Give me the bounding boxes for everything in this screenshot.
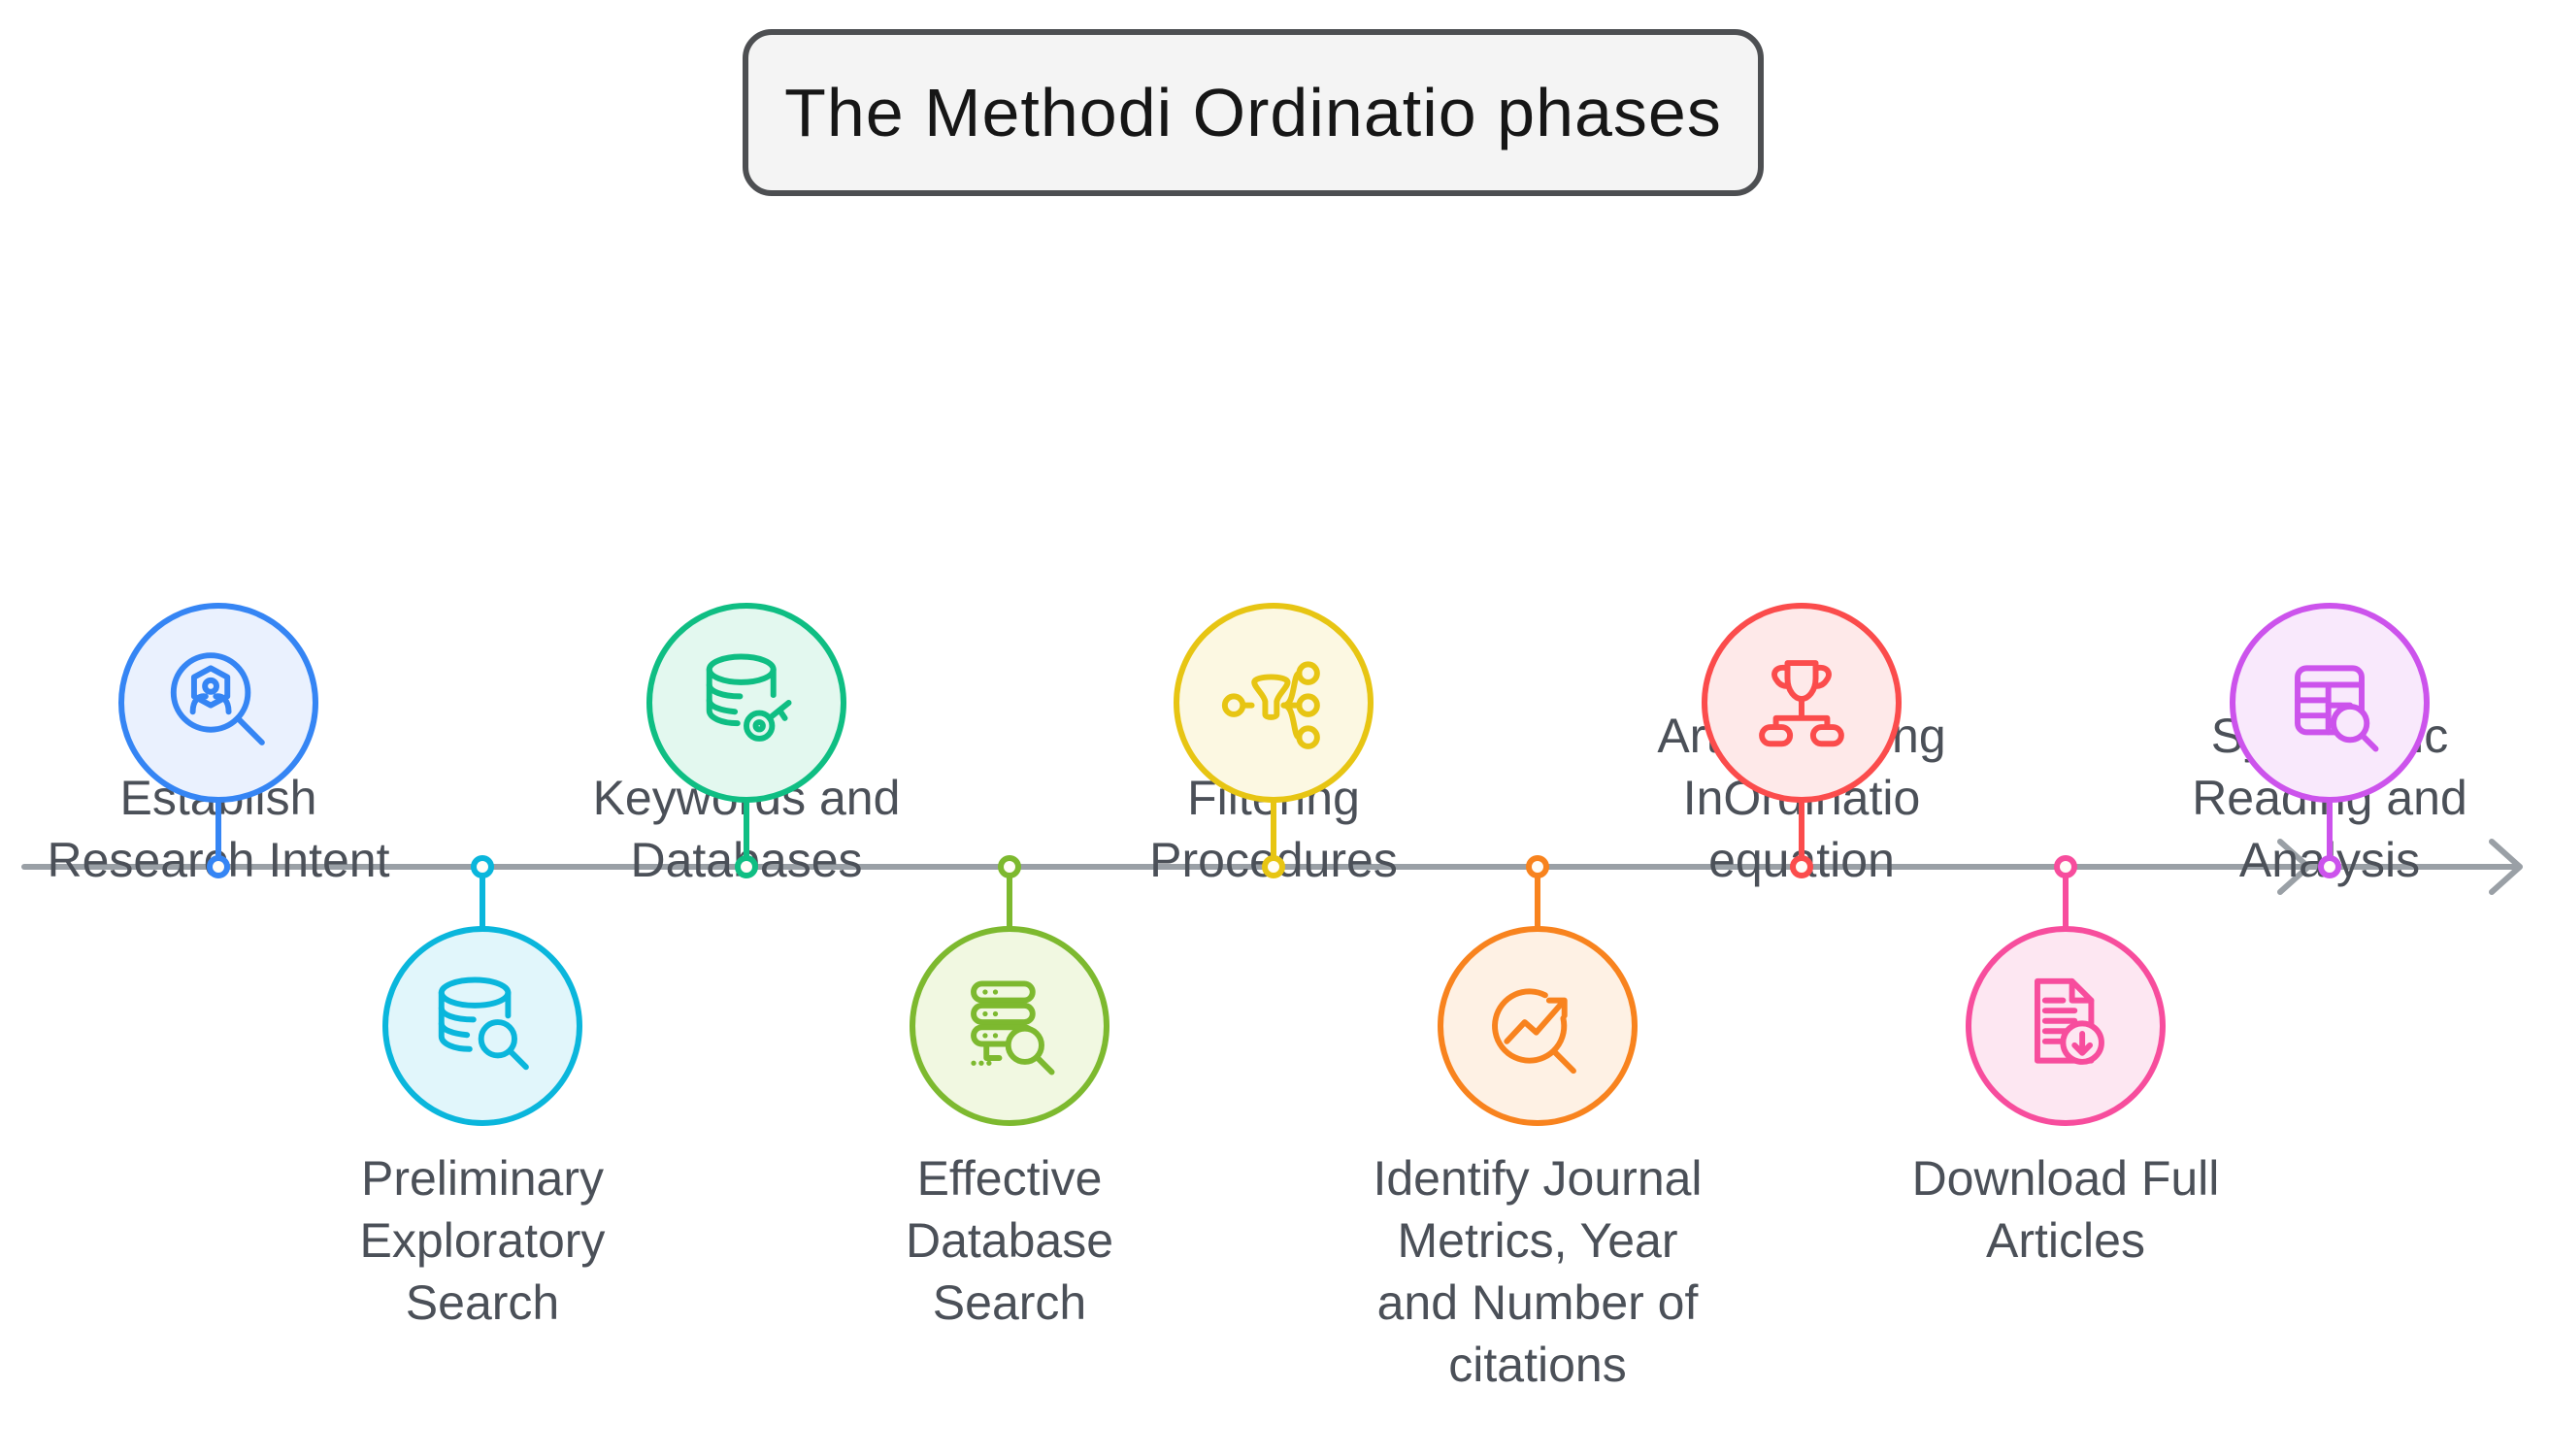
timeline-node-dot <box>998 855 1021 878</box>
phase-label: Preliminary Exploratory Search <box>359 1151 606 1330</box>
trend-chart-search-icon <box>1492 988 1576 1075</box>
phase-circle <box>382 926 582 1126</box>
phase-circle <box>2230 603 2430 803</box>
timeline-node-dot <box>2054 855 2077 878</box>
connector-stem <box>1271 799 1276 857</box>
phase-circle <box>1966 926 2166 1126</box>
diagram-title: The Methodi Ordinatio phases <box>784 75 1722 150</box>
funnel-branch-icon <box>1221 661 1320 749</box>
phase-circle <box>1174 603 1374 803</box>
database-search-icon <box>438 976 529 1071</box>
connector-stem <box>744 799 749 857</box>
phase-label: Establish Research Intent <box>47 771 390 887</box>
timeline-node-dot <box>207 855 230 878</box>
phase-circle <box>910 926 1109 1126</box>
connector-stem <box>2327 799 2333 857</box>
phase-circle <box>646 603 846 803</box>
connector-stem <box>480 877 485 930</box>
phase-circle <box>1438 926 1638 1126</box>
magnifier-target-icon <box>170 652 265 745</box>
phase-label: Effective Database Search <box>905 1151 1114 1330</box>
phase-circle <box>1702 603 1902 803</box>
timeline-node-dot <box>1790 855 1813 878</box>
timeline-node-dot <box>2318 855 2341 878</box>
phase-circle <box>118 603 318 803</box>
phase-label: Download Full Articles <box>1911 1151 2220 1268</box>
connector-stem <box>215 799 221 857</box>
connector-stem <box>1799 799 1804 857</box>
table-search-icon <box>2295 665 2379 752</box>
title-box: The Methodi Ordinatio phases <box>743 29 1764 196</box>
server-search-icon <box>971 980 1055 1075</box>
connector-stem <box>2063 877 2069 930</box>
connector-stem <box>1535 877 1540 930</box>
timeline-node-dot <box>1526 855 1549 878</box>
timeline-node-dot <box>1262 855 1285 878</box>
timeline-node-dot <box>735 855 758 878</box>
document-download-icon <box>2034 977 2104 1065</box>
phase-label: Identify Journal Metrics, Year and Numbe… <box>1373 1151 1703 1392</box>
timeline-mid-arrowhead-icon <box>2277 839 2311 895</box>
timeline-end-arrowhead-icon <box>2489 839 2523 895</box>
trophy-ranking-icon <box>1759 660 1844 747</box>
database-key-icon <box>706 653 792 742</box>
connector-stem <box>1007 877 1012 930</box>
timeline-node-dot <box>471 855 494 878</box>
